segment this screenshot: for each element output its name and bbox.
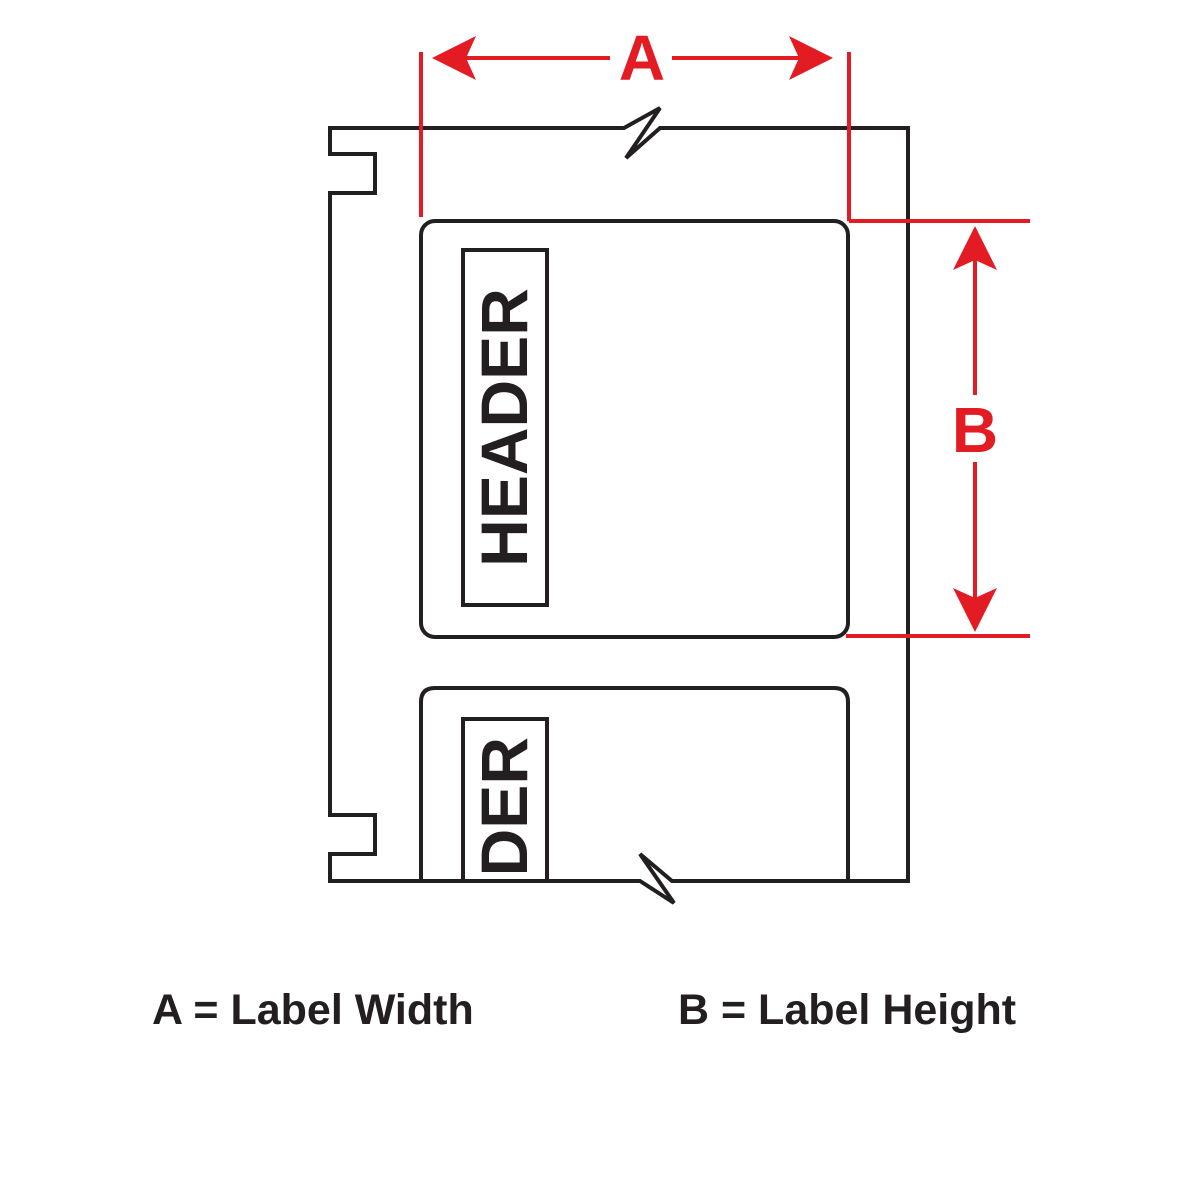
dimension-a-letter: A — [619, 22, 665, 94]
dimension-a-arrow-right — [789, 36, 833, 80]
legend-label-height: B = Label Height — [678, 986, 1016, 1034]
liner-outline — [328, 106, 910, 905]
header-tab-2 — [461, 717, 549, 881]
dimension-a-arrow-left — [432, 36, 476, 80]
label-2 — [419, 686, 850, 881]
header-text-1: HEADER — [467, 288, 541, 567]
header-text-2: DER — [467, 737, 541, 876]
dimension-b-letter: B — [952, 394, 998, 466]
header-tab-1 — [461, 248, 549, 607]
label-1 — [419, 219, 850, 639]
dimension-b-arrow-top — [953, 226, 997, 270]
dimension-b-arrow-bottom — [953, 588, 997, 632]
legend-label-width: A = Label Width — [152, 986, 474, 1034]
